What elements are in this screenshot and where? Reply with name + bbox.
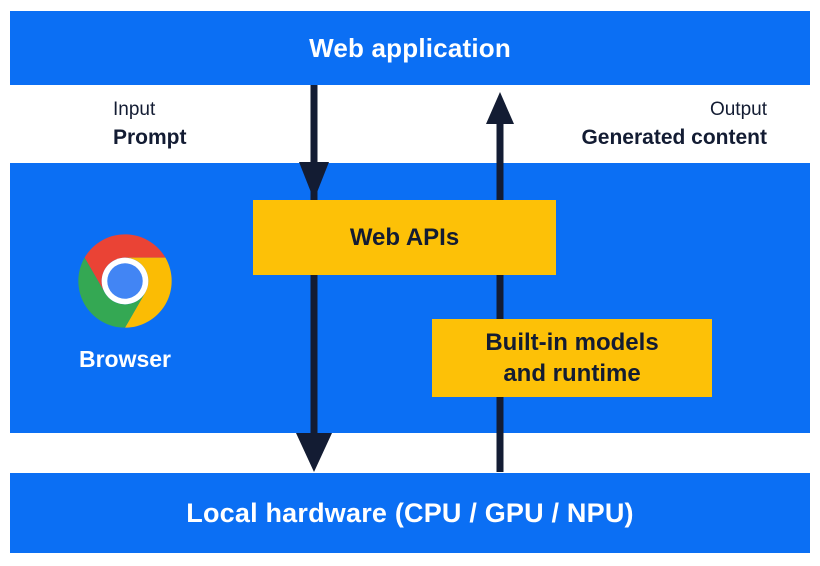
builtin-models-label-line2: and runtime (503, 360, 641, 387)
builtin-models-label-line1: Built-in models (485, 329, 659, 356)
output-title: Output (709, 99, 767, 120)
input-title: Input (113, 99, 156, 120)
chrome-logo-icon (78, 234, 172, 328)
down-arrow (296, 85, 332, 472)
local-hardware-label: Local hardware (CPU / GPU / NPU) (186, 497, 634, 528)
input-label-group: Input Prompt (113, 98, 187, 151)
browser-identity: Browser (45, 225, 205, 373)
output-label-group: Output Generated content (581, 98, 767, 151)
local-hardware-bar: Local hardware (CPU / GPU / NPU) (10, 473, 810, 553)
web-application-bar: Web application (10, 11, 810, 85)
browser-label: Browser (78, 346, 172, 372)
web-apis-box: Web APIs (253, 200, 556, 275)
builtin-models-box: Built-in models and runtime (432, 319, 712, 397)
up-arrow (486, 92, 514, 472)
input-value-prompt: Prompt (113, 126, 187, 149)
output-value-generated-content: Generated content (581, 126, 767, 149)
web-application-label: Web application (309, 32, 511, 63)
web-apis-label: Web APIs (349, 223, 460, 251)
